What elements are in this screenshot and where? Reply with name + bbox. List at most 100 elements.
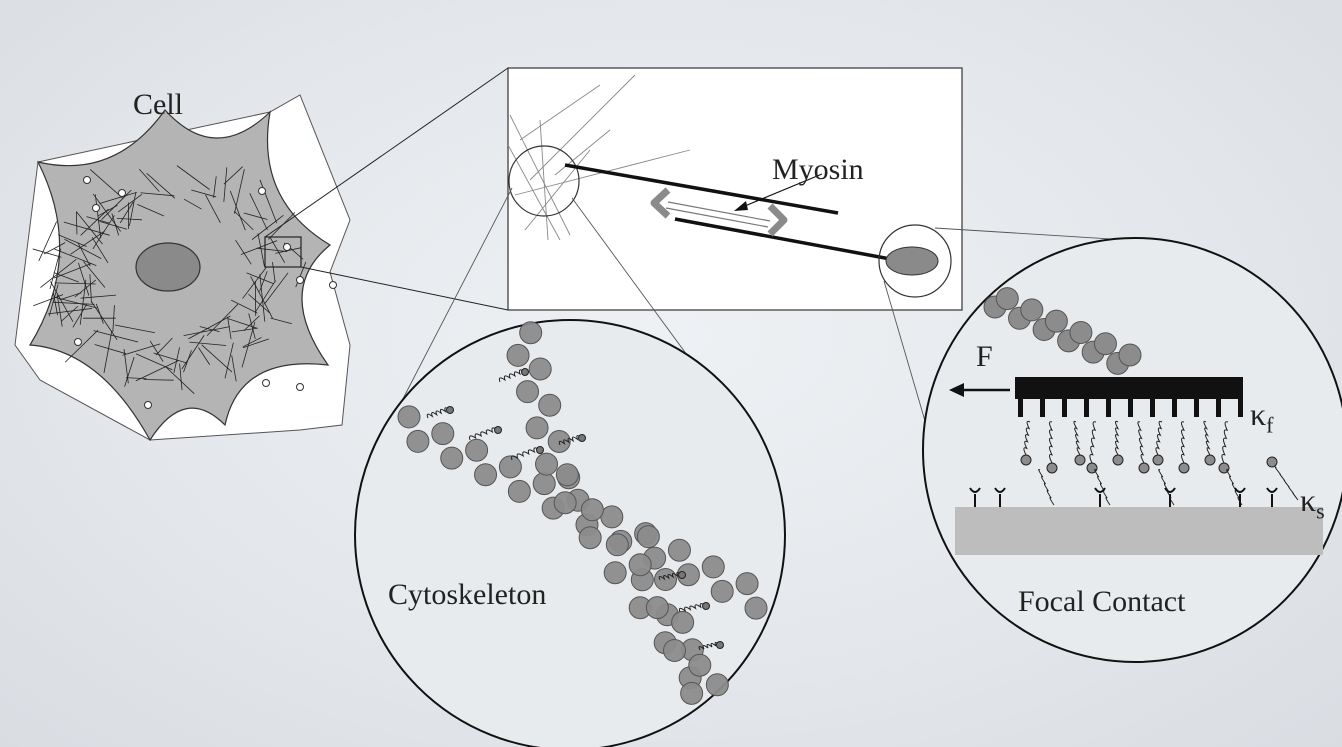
focal-actin-bead: [1070, 321, 1092, 343]
actin-bead: [629, 554, 651, 576]
actin-bead: [466, 439, 488, 461]
integrin-head: [1075, 455, 1085, 465]
focal-actin-bead: [1045, 310, 1067, 332]
crosslinker-head: [703, 603, 710, 610]
crosslinker-head: [447, 407, 454, 414]
actin-bead: [604, 562, 626, 584]
actin-bead: [664, 639, 686, 661]
crosslinker-head: [537, 447, 544, 454]
plate-leg: [1194, 399, 1199, 417]
cytoskeleton-detail: [355, 320, 785, 747]
plate-leg: [1106, 399, 1111, 417]
integrin-head: [1153, 455, 1163, 465]
kappa-f-subscript: f: [1266, 412, 1273, 437]
actin-bead: [507, 344, 529, 366]
actin-bead: [668, 539, 690, 561]
plate-leg: [1040, 399, 1045, 417]
adhesion-dot: [145, 402, 152, 409]
label-force: F: [976, 340, 993, 374]
adhesion-dot: [330, 282, 337, 289]
actin-bead: [441, 447, 463, 469]
actin-bead: [539, 394, 561, 416]
plate-leg: [1238, 399, 1243, 417]
label-kappa-f: κf: [1250, 396, 1273, 438]
actin-bead: [736, 573, 758, 595]
plate-leg: [1084, 399, 1089, 417]
actin-bead: [637, 526, 659, 548]
integrin-head: [1113, 455, 1123, 465]
adhesion-dot: [75, 339, 82, 346]
adhesion-dot: [84, 177, 91, 184]
substrate: [955, 507, 1323, 555]
actin-bead: [520, 322, 542, 344]
actin-bead: [706, 674, 728, 696]
adhesion-dot: [93, 205, 100, 212]
adhesion-plate: [1015, 377, 1243, 399]
plate-leg: [1018, 399, 1023, 417]
actin-bead: [508, 480, 530, 502]
plate-leg: [1150, 399, 1155, 417]
actin-bead: [517, 381, 539, 403]
label-focal-contact: Focal Contact: [1018, 585, 1185, 619]
nucleus: [136, 243, 200, 291]
adhesion-dot: [259, 188, 266, 195]
label-myosin: Myosin: [772, 153, 864, 187]
actin-bead: [536, 453, 558, 475]
actin-bead: [672, 611, 694, 633]
label-cytoskeleton: Cytoskeleton: [388, 578, 546, 612]
actin-bead: [556, 464, 578, 486]
plate-leg: [1216, 399, 1221, 417]
actin-bead: [681, 682, 703, 704]
actin-bead: [475, 464, 497, 486]
actin-bead: [432, 423, 454, 445]
integrin-head: [1021, 455, 1031, 465]
inset-box: [508, 68, 962, 310]
actin-bead: [526, 417, 548, 439]
focal-adhesion-plaque: [886, 247, 938, 275]
integrin-head: [1047, 463, 1057, 473]
adhesion-dot: [263, 380, 270, 387]
label-kappa-s: κs: [1300, 482, 1325, 524]
actin-bead: [711, 580, 733, 602]
integrin-head: [1205, 455, 1215, 465]
adhesion-dot: [297, 384, 304, 391]
crosslinker-head: [717, 642, 724, 649]
actin-bead: [702, 556, 724, 578]
actin-bead: [654, 569, 676, 591]
focal-actin-bead: [1119, 344, 1141, 366]
kappa-s-subscript: s: [1316, 498, 1325, 523]
actin-bead: [554, 492, 576, 514]
kappa-f-symbol: κ: [1250, 396, 1266, 432]
focal-actin-bead: [1094, 333, 1116, 355]
actin-bead: [606, 534, 628, 556]
kappa-s-head: [1267, 457, 1277, 467]
actin-bead: [689, 654, 711, 676]
cell-figure: [15, 95, 350, 440]
actin-bead: [499, 456, 521, 478]
actin-bead: [581, 499, 603, 521]
actin-bead: [533, 473, 555, 495]
focal-actin-bead: [1021, 299, 1043, 321]
actin-bead: [529, 358, 551, 380]
plate-leg: [1128, 399, 1133, 417]
crosslinker-head: [579, 435, 586, 442]
myosin-inset: [508, 68, 962, 310]
crosslinker-head: [495, 427, 502, 434]
crosslinker-head: [522, 369, 529, 376]
plate-leg: [1172, 399, 1177, 417]
focal-actin-bead: [996, 288, 1018, 310]
integrin-head: [1139, 463, 1149, 473]
integrin-head: [1179, 463, 1189, 473]
plate-leg: [1062, 399, 1067, 417]
label-cell: Cell: [133, 88, 183, 122]
adhesion-dot: [284, 244, 291, 251]
actin-bead: [579, 527, 601, 549]
adhesion-dot: [119, 190, 126, 197]
actin-bead: [407, 430, 429, 452]
actin-bead: [601, 506, 623, 528]
actin-bead: [745, 597, 767, 619]
adhesion-dot: [297, 277, 304, 284]
actin-bead: [398, 406, 420, 428]
